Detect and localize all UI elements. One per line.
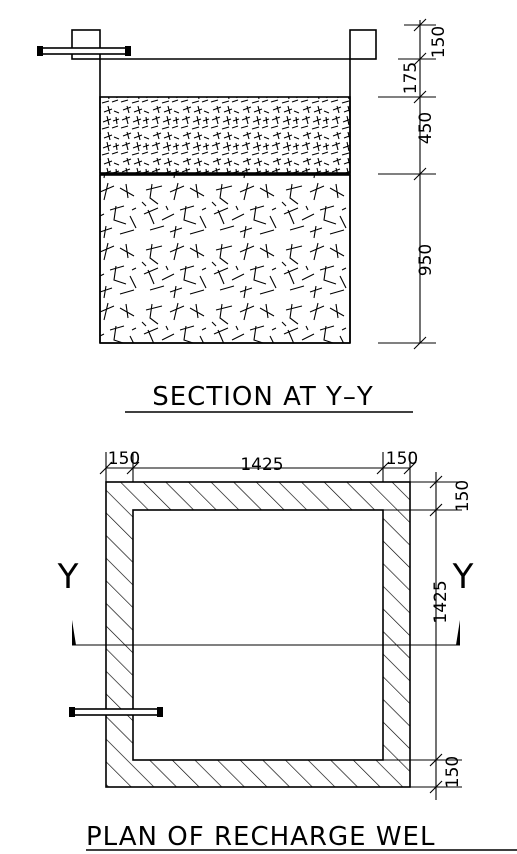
section-vertical-dimensions: 150 175 450 950	[378, 18, 449, 350]
dim-150-section: 150	[429, 26, 449, 58]
section-title: SECTION AT Y–Y	[152, 382, 374, 412]
gravel-layer	[99, 96, 351, 174]
dim-950-section: 950	[416, 244, 436, 276]
dim-150-plan-top-right: 150	[386, 449, 418, 469]
plan-outer-wall	[105, 481, 411, 788]
cut-arrow-right	[456, 620, 460, 645]
dim-175-section: 175	[401, 62, 421, 94]
dim-1425-plan-right: 1425	[431, 580, 451, 623]
cut-label-right: Y	[452, 557, 474, 597]
plan-inner-wall	[132, 509, 384, 761]
cut-arrow-left	[72, 620, 76, 645]
dim-150-plan-top-left: 150	[108, 449, 140, 469]
plan-view: Y Y 150 1425 150 15	[57, 449, 517, 852]
sand-layer	[99, 174, 351, 344]
plan-inlet-pipe	[69, 707, 163, 717]
plan-top-dimensions: 150 1425 150	[99, 449, 418, 482]
dim-150-plan-right-top: 150	[453, 480, 473, 512]
cut-label-left: Y	[57, 557, 79, 597]
dim-150-plan-right-bottom: 150	[443, 756, 463, 788]
section-view: 150 175 450 950 SECTION AT Y–Y	[37, 18, 449, 413]
right-coping-block	[349, 29, 377, 60]
plan-right-dimensions: 150 1425 150	[383, 472, 473, 800]
plan-title: PLAN OF RECHARGE WEL	[86, 822, 435, 852]
dim-1425-plan-top: 1425	[240, 455, 283, 475]
dim-450-section: 450	[416, 112, 436, 144]
section-inlet-pipe	[37, 46, 131, 56]
plan-wall-hatch	[106, 482, 410, 787]
